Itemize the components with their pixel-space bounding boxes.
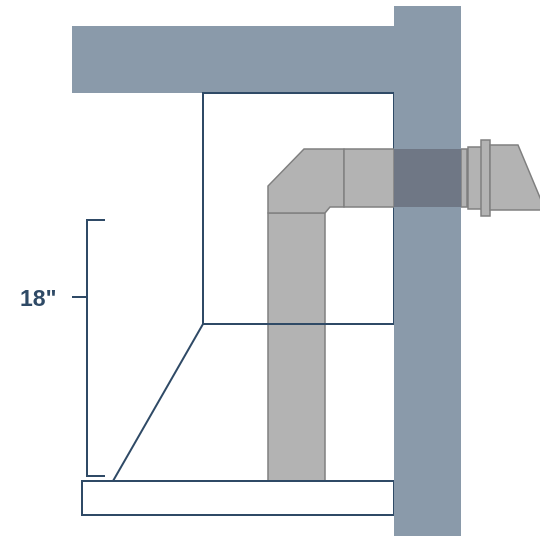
horizontal-duct bbox=[343, 148, 395, 208]
duct-wall-penetration bbox=[394, 149, 461, 207]
ceiling-beam bbox=[72, 26, 394, 93]
duct-elbow bbox=[267, 148, 345, 214]
exterior-wall bbox=[394, 6, 461, 536]
wall-cap-collar bbox=[480, 139, 491, 217]
dimension-label: 18" bbox=[20, 285, 57, 311]
horizontal-duct-exterior bbox=[460, 148, 468, 208]
vertical-duct bbox=[267, 212, 326, 482]
hood-bottom-plate bbox=[81, 480, 395, 516]
wall-cap-hood bbox=[489, 144, 540, 211]
dimension-bracket bbox=[86, 219, 105, 477]
hood-slant-line bbox=[112, 323, 204, 482]
